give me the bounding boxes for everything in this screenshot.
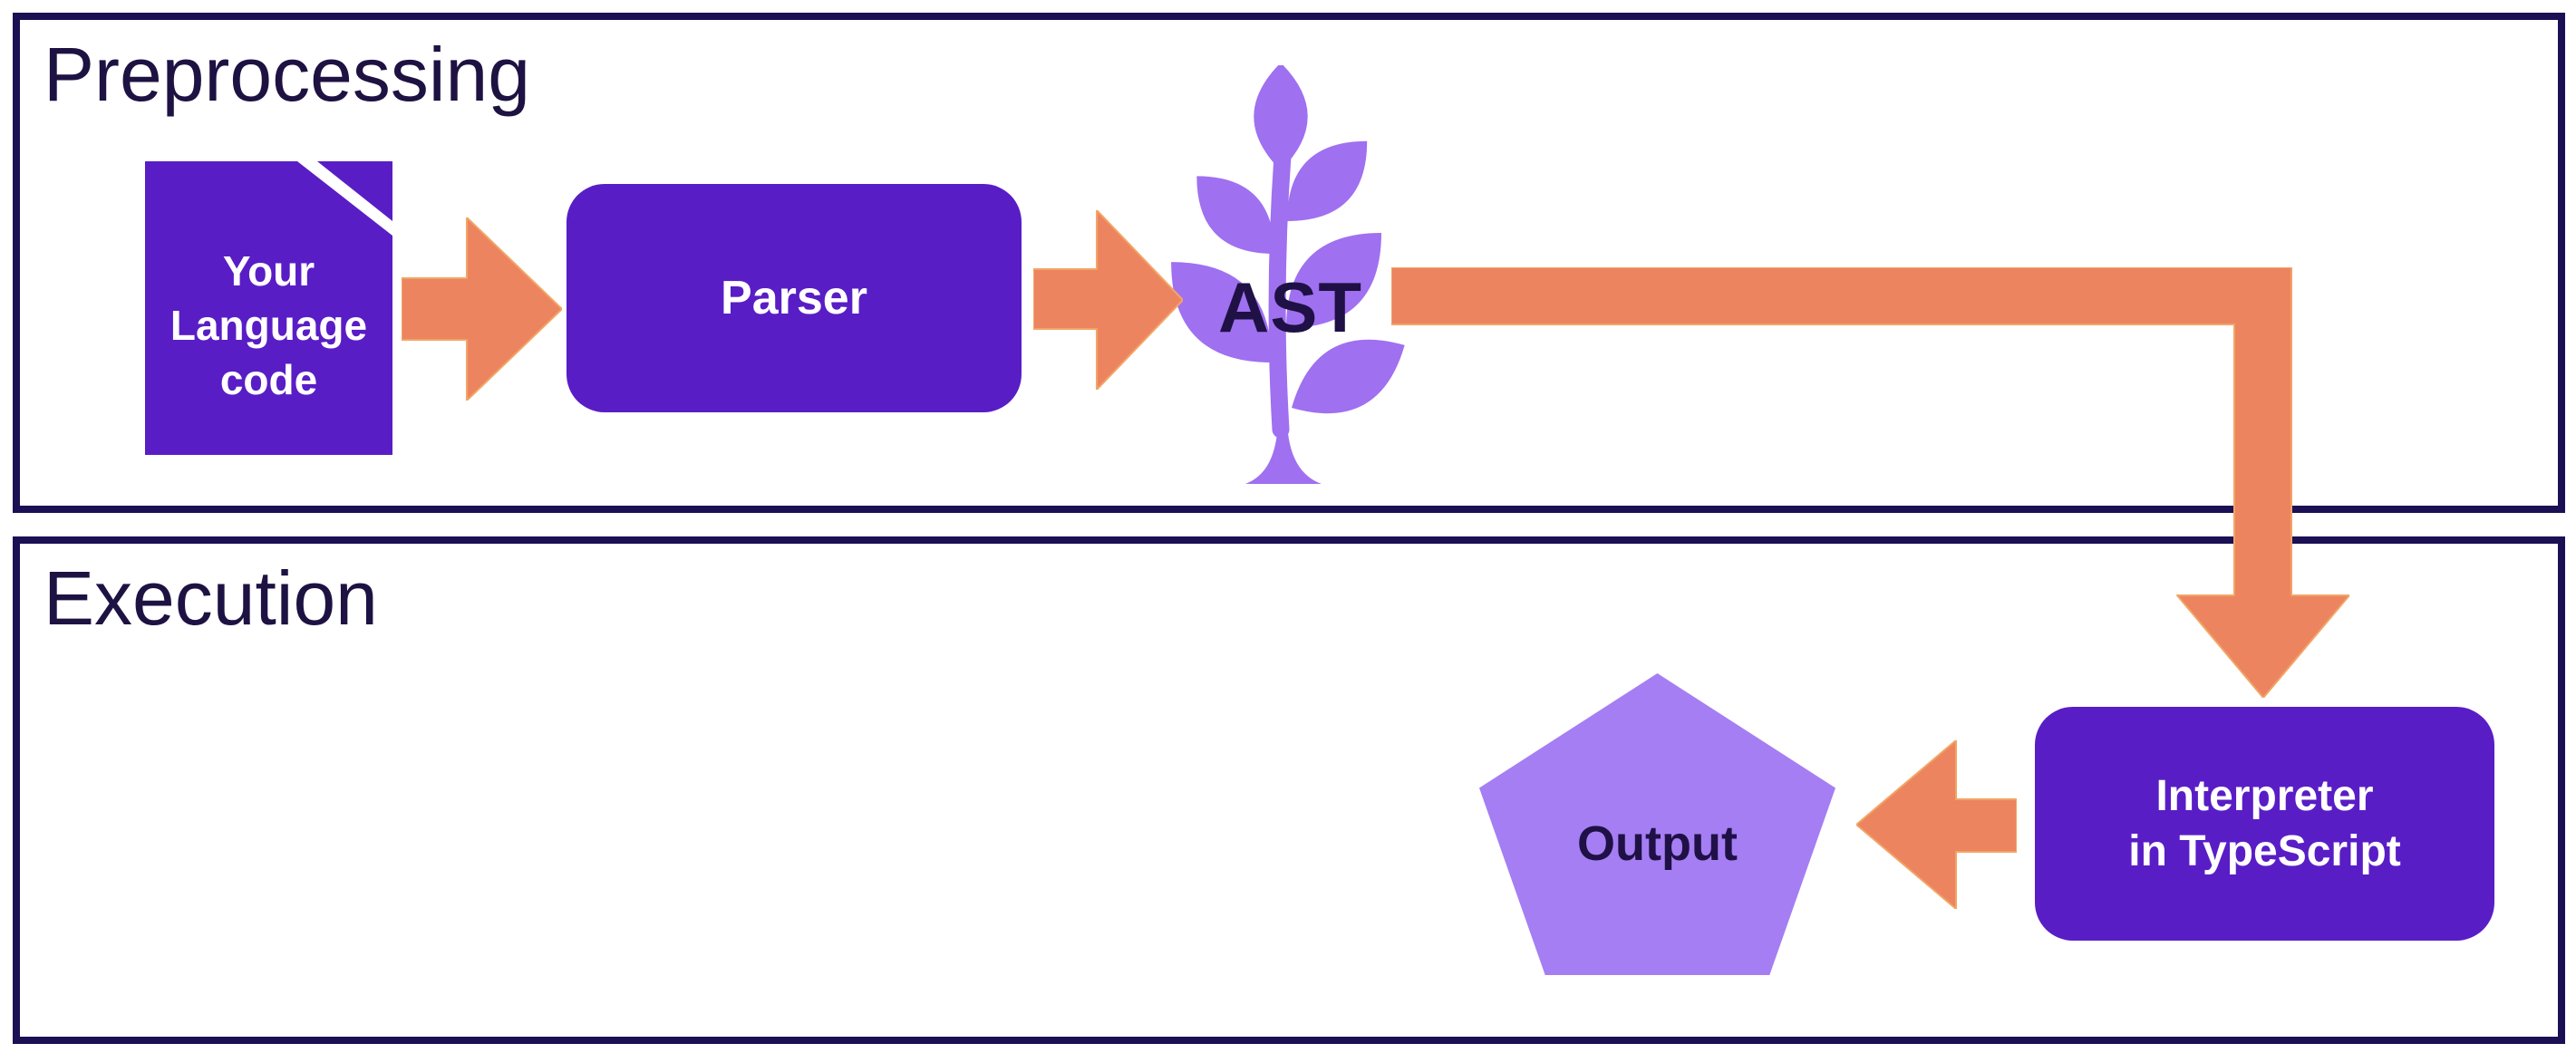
- ast-label: AST: [1218, 267, 1362, 347]
- output-label: Output: [1577, 816, 1738, 871]
- preprocessing-section: Preprocessing: [13, 13, 2565, 513]
- source-label-line1: Your: [222, 247, 315, 295]
- execution-title: Execution: [44, 555, 378, 641]
- source-label-line3: code: [219, 355, 318, 403]
- source-document-node: Your Language code: [145, 161, 392, 455]
- arrow-interpreter-to-output-icon: [1856, 740, 2017, 909]
- parser-node: Parser: [567, 184, 1022, 412]
- preprocessing-title: Preprocessing: [44, 32, 530, 117]
- interpreter-label-line2: in TypeScript: [2128, 827, 2401, 875]
- arrow-parser-to-ast-icon: [1033, 210, 1183, 390]
- document-icon: [145, 161, 392, 455]
- interpreter-label: Interpreter in TypeScript: [2128, 768, 2401, 880]
- execution-section: Execution: [13, 536, 2565, 1044]
- sapling-icon: [1171, 65, 1405, 484]
- interpreter-node: Interpreter in TypeScript: [2035, 707, 2494, 941]
- interpreter-label-line1: Interpreter: [2155, 771, 2374, 820]
- source-label-line2: Language: [169, 302, 368, 350]
- source-document-label: Your Language code: [145, 161, 392, 455]
- arrow-ast-to-interpreter-icon: [1391, 267, 2349, 698]
- arrow-source-to-parser-icon: [402, 217, 562, 401]
- parser-label: Parser: [721, 272, 867, 324]
